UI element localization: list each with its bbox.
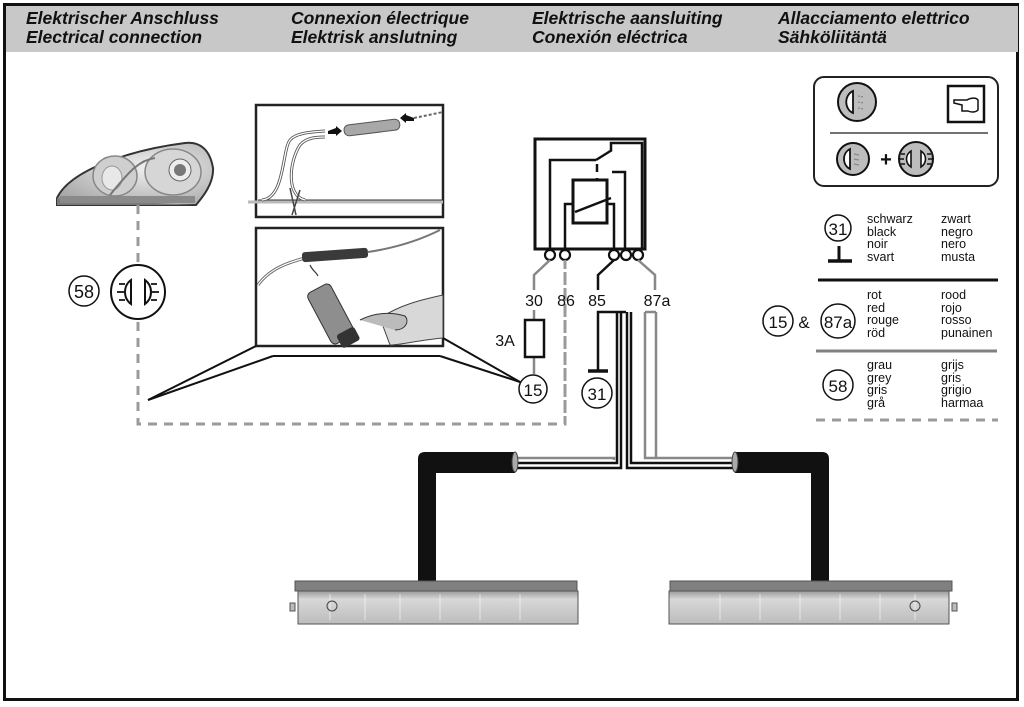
- headlight-illustration: [56, 141, 215, 206]
- ground-31: 31: [581, 310, 626, 409]
- svg-text:87a: 87a: [824, 313, 853, 332]
- title-french-swedish: Connexion électrique Elektrisk anslutnin…: [291, 9, 469, 47]
- terminal-58-label: 58: [68, 275, 100, 307]
- legend-text: black: [867, 224, 897, 239]
- legend-black-col2: zwart negro nero musta: [941, 213, 975, 263]
- mode-box: +: [813, 76, 999, 187]
- legend-text: negro: [941, 224, 973, 239]
- fuse-label: 3A: [495, 333, 515, 350]
- legend-red-col1: rot red rouge röd: [867, 289, 899, 339]
- legend-text: gris: [867, 383, 888, 397]
- legend-gray-col1: grau grey gris grå: [867, 359, 892, 409]
- legend-gray-col2: grijs gris grigio harmaa: [941, 359, 983, 409]
- title-de: Elektrischer Anschluss: [26, 8, 219, 28]
- svg-text:58: 58: [829, 377, 848, 396]
- title-german-english: Elektrischer Anschluss Electrical connec…: [26, 9, 219, 47]
- legend-terminal-15-87a: 15 & 87a: [762, 303, 856, 339]
- legend-terminal-31: 31: [824, 214, 852, 263]
- relay-terminal-labels: 30 86 85 87a: [525, 293, 670, 310]
- legend-text: rosso: [941, 313, 972, 327]
- legend-text: röd: [867, 325, 886, 340]
- low-beam-icon-row2: [836, 142, 870, 176]
- title-en: Electrical connection: [26, 27, 203, 47]
- legend-text: harmaa: [941, 395, 984, 410]
- low-beam-icon: [837, 82, 877, 122]
- legend-text: punainen: [941, 325, 993, 340]
- svg-text:31: 31: [588, 385, 607, 404]
- legend-text: rojo: [941, 300, 962, 315]
- legend-black-col1: schwarz black noir svart: [867, 213, 913, 263]
- legend-text: gris: [941, 370, 962, 385]
- svg-text:15: 15: [769, 313, 788, 332]
- legend-text: grijs: [941, 358, 964, 372]
- svg-text:58: 58: [74, 282, 94, 302]
- fuse-3a: 3A: [495, 310, 546, 374]
- relay: [532, 137, 657, 420]
- crimp-tool-inset: [147, 226, 521, 401]
- legend-text: nero: [941, 237, 967, 251]
- terminal-85-label: 85: [588, 293, 606, 310]
- title-header: Elektrischer Anschluss Electrical connec…: [6, 6, 1018, 52]
- daytime-running-light-right: [668, 580, 958, 625]
- title-es: Conexión eléctrica: [532, 27, 688, 47]
- terminal-30-label: 30: [525, 293, 543, 310]
- wire-black: [515, 312, 733, 470]
- legend-graphics: 31 15 & 87a 58: [762, 214, 998, 422]
- svg-text:15: 15: [524, 381, 543, 400]
- terminal-87a-label: 87a: [644, 293, 671, 310]
- title-dutch-spanish: Elektrische aansluiting Conexión eléctri…: [532, 9, 723, 47]
- title-it: Allacciamento elettrico: [778, 8, 970, 28]
- legend-text: grå: [867, 395, 886, 410]
- legend-text: musta: [941, 249, 976, 264]
- parking-light-icon: [110, 264, 166, 320]
- terminal-15-label: 15: [518, 374, 548, 404]
- legend-text: grey: [867, 370, 892, 385]
- title-fr: Connexion électrique: [291, 8, 469, 28]
- plus-icon: +: [880, 149, 892, 171]
- hand-pointer-icon: [946, 84, 986, 124]
- legend-text: noir: [867, 237, 888, 251]
- svg-text:&: &: [798, 313, 810, 332]
- parking-light-icon-row2: [898, 141, 934, 177]
- legend-text: red: [867, 300, 886, 315]
- legend-text: rot: [867, 288, 882, 302]
- legend-text: svart: [867, 249, 895, 264]
- legend-text: grigio: [941, 383, 972, 397]
- title-nl: Elektrische aansluiting: [532, 8, 723, 28]
- daytime-running-light-left: [289, 580, 579, 625]
- legend-text: rood: [941, 288, 967, 302]
- svg-text:31: 31: [829, 220, 848, 239]
- legend-text: rouge: [867, 313, 899, 327]
- title-sv: Elektrisk anslutning: [291, 27, 458, 47]
- terminal-86-label: 86: [557, 293, 575, 310]
- legend-text: schwarz: [867, 212, 913, 226]
- cable-right: [731, 451, 829, 583]
- legend-text: grau: [867, 358, 893, 372]
- wire-splice-inset: [248, 103, 445, 219]
- title-italian-finnish: Allacciamento elettrico Sähköliitäntä: [778, 9, 970, 47]
- legend-red-col2: rood rojo rosso punainen: [941, 289, 992, 339]
- cable-left: [418, 451, 519, 583]
- legend-text: zwart: [941, 212, 971, 226]
- title-fi: Sähköliitäntä: [778, 27, 887, 47]
- legend-terminal-58: 58: [822, 369, 854, 401]
- wire-gray-87a: [515, 310, 733, 460]
